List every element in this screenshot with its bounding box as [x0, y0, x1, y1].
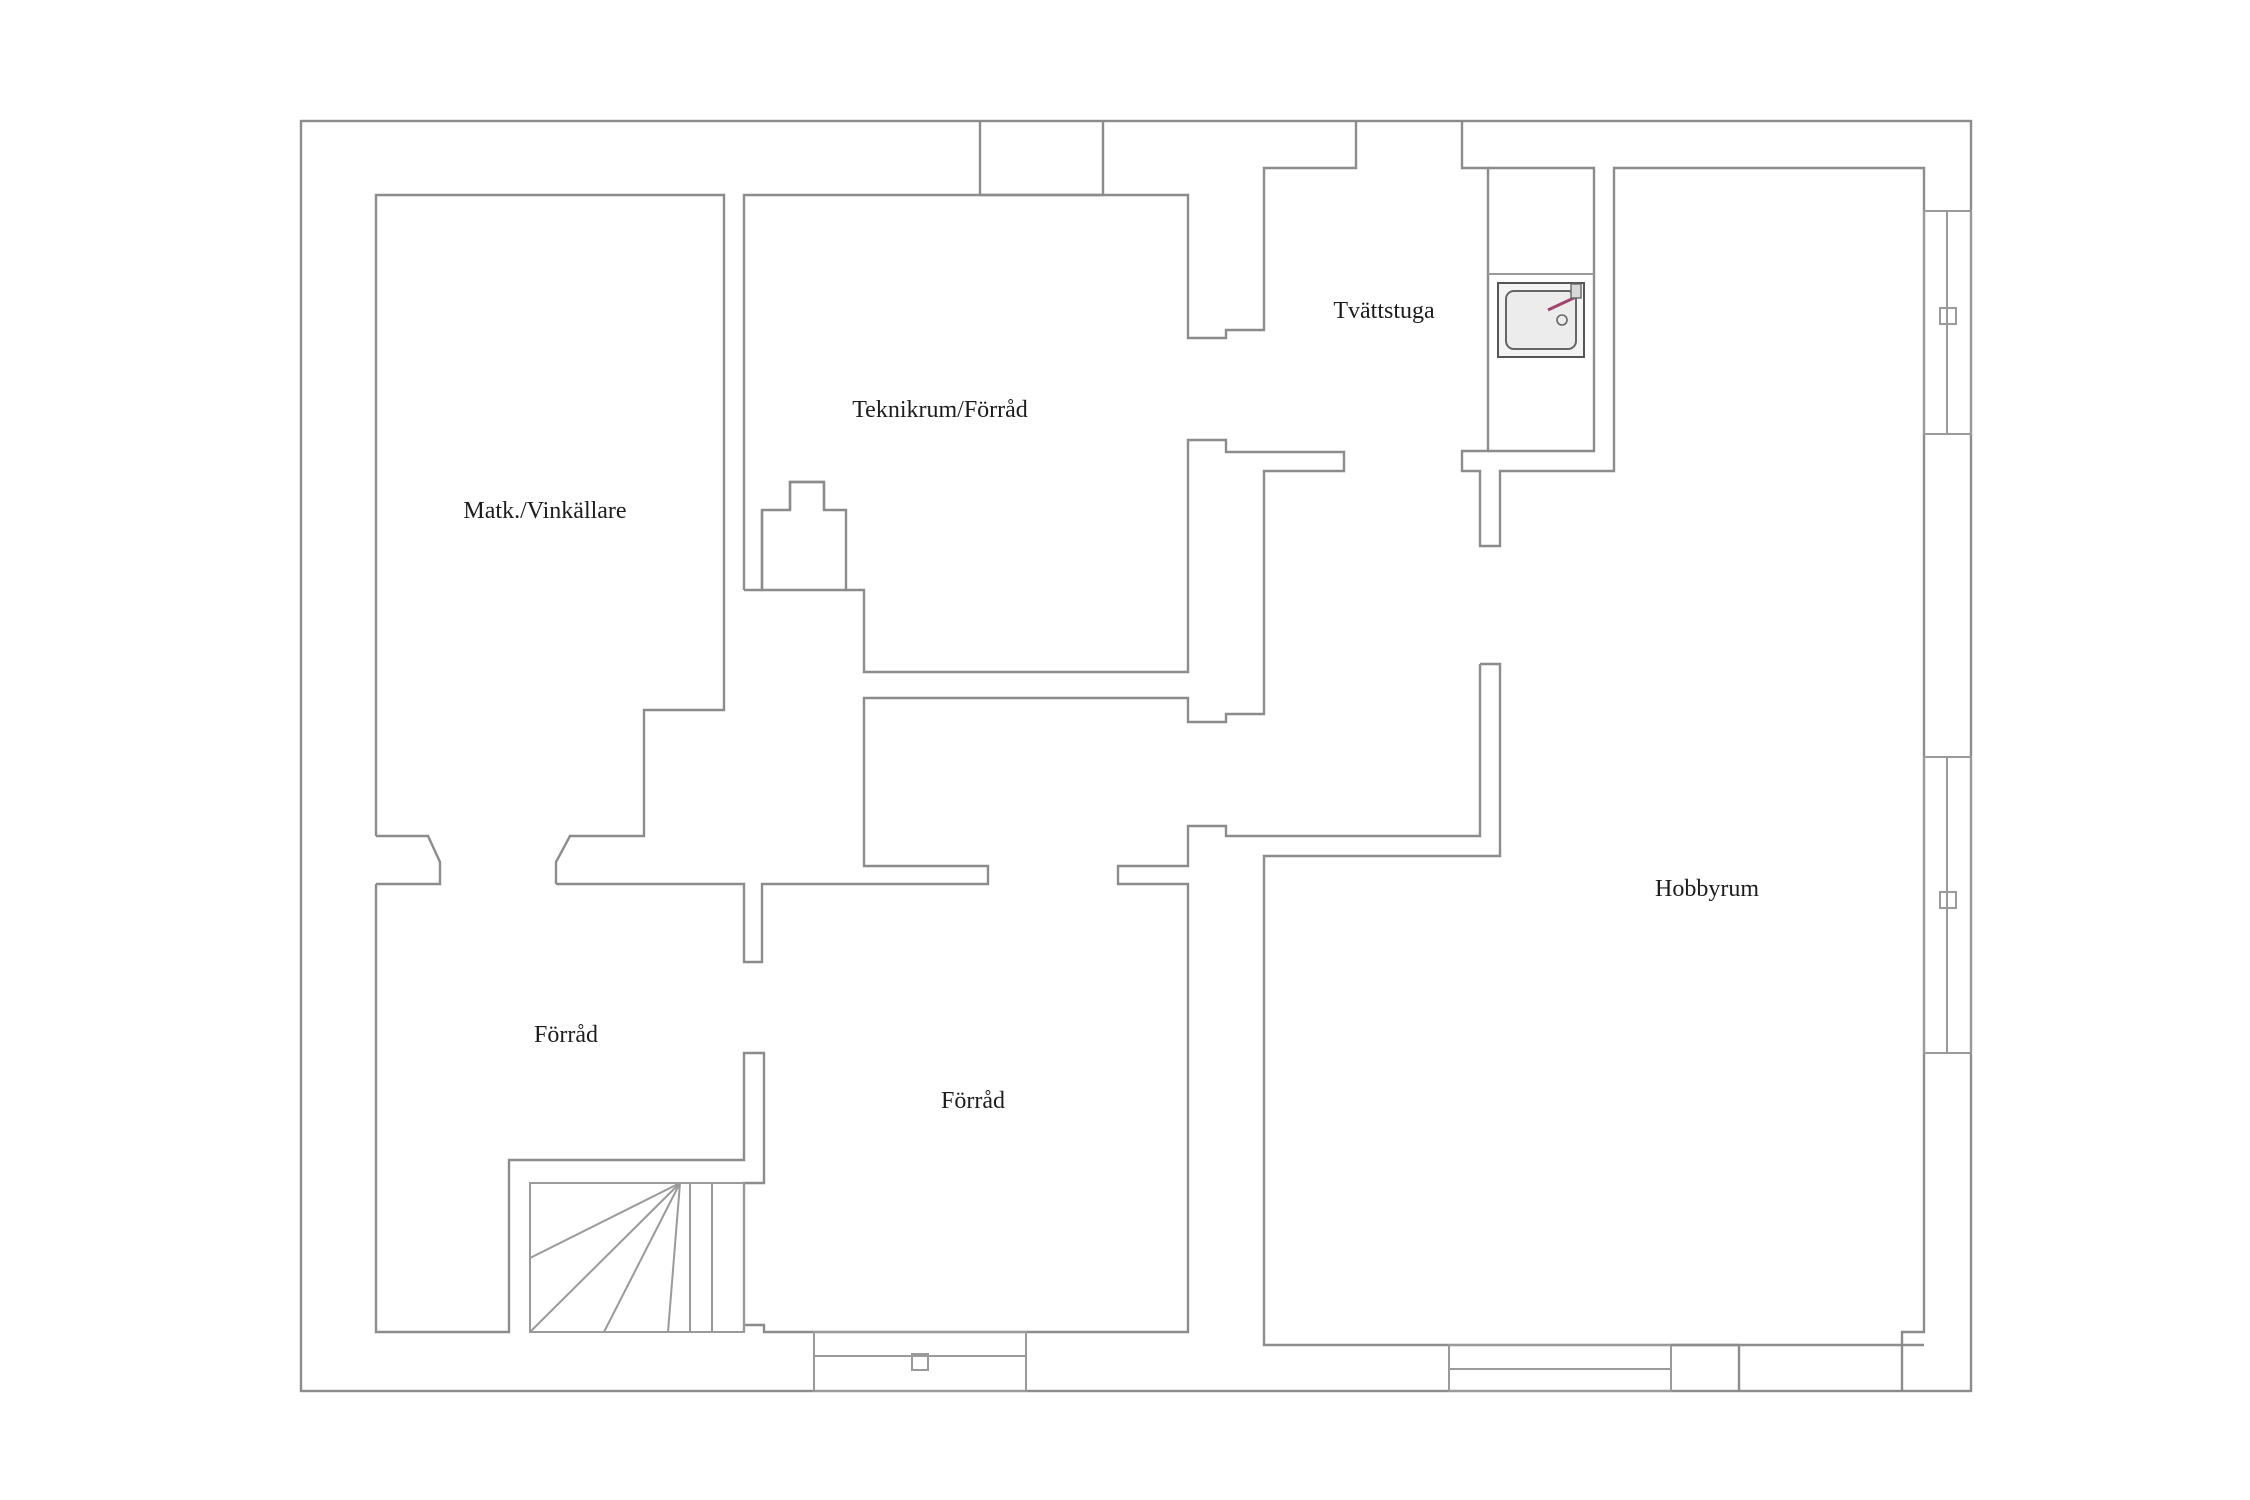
stairs-icon	[529, 1182, 745, 1333]
wall-matk	[374, 193, 726, 884]
bottom-window-center	[813, 1331, 1027, 1392]
outer-wall	[299, 119, 1973, 1393]
wall-matk-door-left	[376, 834, 442, 886]
wall-teknik	[742, 121, 1358, 590]
room-label-tvatt: Tvättstuga	[1333, 298, 1435, 324]
room-label-forrad-left: Förråd	[534, 1022, 598, 1048]
room-label-forrad-center: Förråd	[941, 1088, 1005, 1114]
sink-icon	[1497, 282, 1585, 358]
room-label-teknik: Teknikrum/Förråd	[852, 397, 1028, 423]
wall-hobby	[1262, 662, 1924, 1347]
top-window	[978, 121, 1105, 197]
room-label-hobby: Hobbyrum	[1655, 876, 1759, 902]
bottom-window-right	[1448, 1343, 1741, 1392]
right-window-top	[1923, 210, 1972, 435]
wall-tvatt-counter	[1488, 166, 1596, 453]
room-label-matk: Matk./Vinkällare	[463, 498, 626, 524]
wall-teknik-lower	[556, 438, 1346, 964]
wall-hobby-door	[744, 664, 1482, 1334]
wall-tvatt	[1460, 121, 1926, 1391]
wall-forrad-left	[374, 884, 766, 1334]
right-window-bottom	[1923, 756, 1972, 1054]
chimney-icon	[760, 480, 846, 592]
